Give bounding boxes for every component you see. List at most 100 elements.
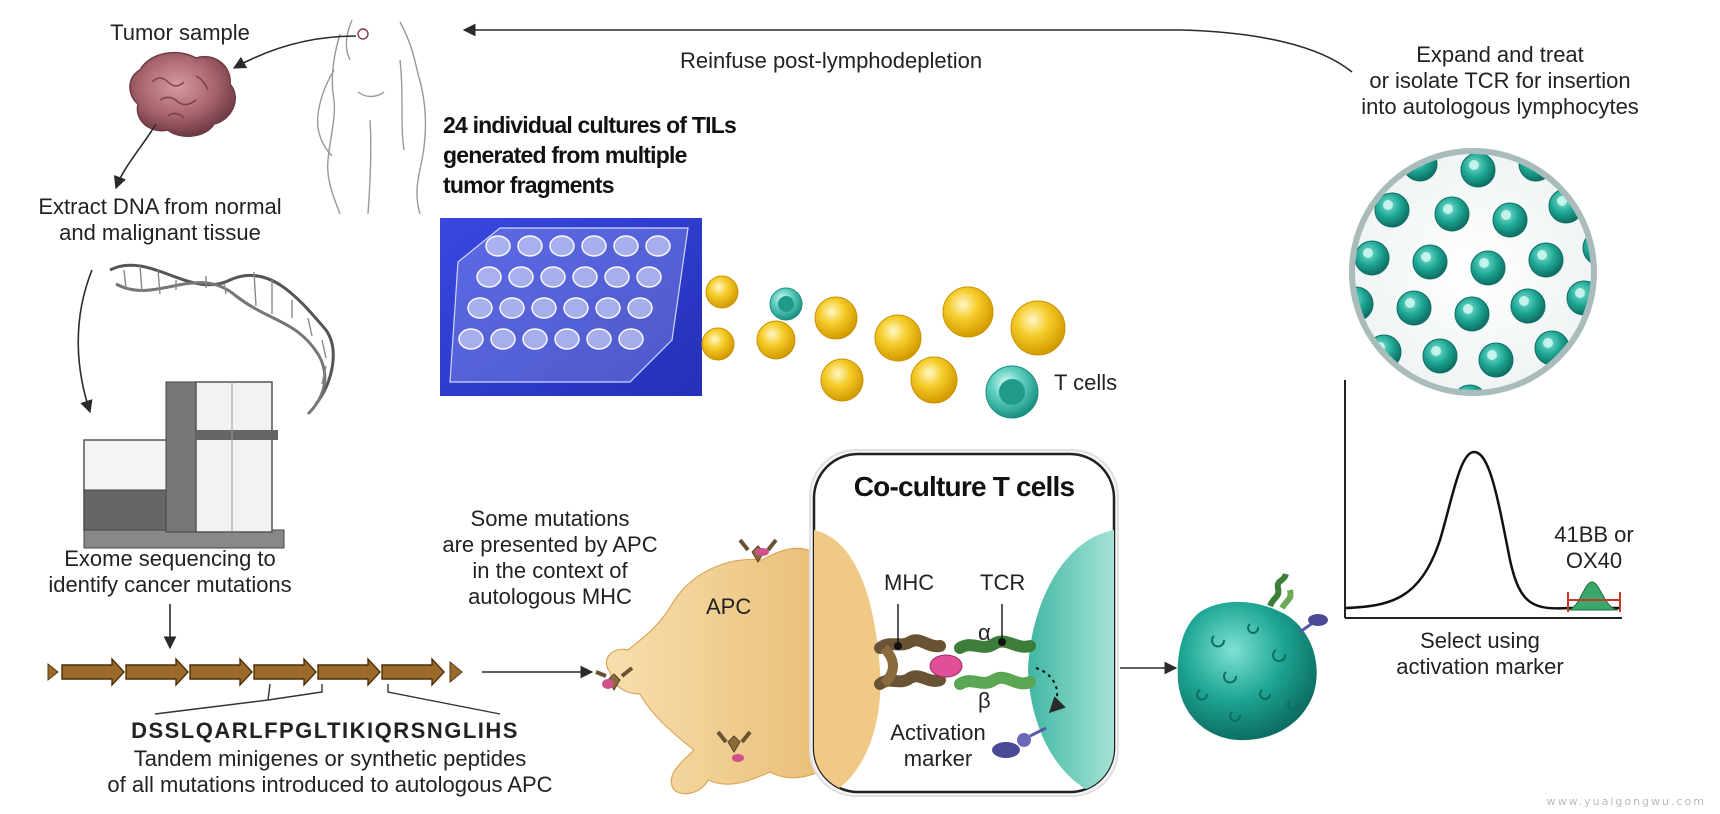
gene-end-marker <box>449 660 463 684</box>
culture-well <box>490 328 516 350</box>
culture-well <box>645 235 671 257</box>
cell-highlight <box>1487 350 1497 360</box>
apc-label: APC <box>706 594 752 619</box>
select-using-label: Select using activation marker <box>1360 628 1600 680</box>
exome-line-1: Exome sequencing to <box>64 546 276 571</box>
t-cell-yellow <box>814 296 858 340</box>
t-cell-yellow <box>874 314 922 362</box>
cell-highlight <box>1405 298 1415 308</box>
expand-line-1: Expand and treat <box>1416 42 1584 67</box>
expanded-t-cell <box>1319 213 1353 247</box>
expanded-t-cell <box>1355 240 1390 276</box>
culture-well <box>604 266 630 288</box>
watermark: www.yuaigongwu.com <box>1546 795 1706 808</box>
peptide-sequence: DSSLQARLFPGLTIKIQRSNGLIHS <box>131 718 519 743</box>
mutations-line-4: autologous MHC <box>468 584 632 609</box>
gene-segment <box>61 657 125 687</box>
expanded-t-cell <box>1374 192 1410 228</box>
expanded-t-cell <box>1528 242 1564 278</box>
tandem-minigenes-label: Tandem minigenes or synthetic peptides o… <box>60 746 600 798</box>
gene-segment <box>253 657 317 687</box>
cell-highlight <box>1543 338 1553 348</box>
exome-sequencing-label: Exome sequencing to identify cancer muta… <box>20 546 320 598</box>
culture-well <box>563 297 589 319</box>
cell-highlight <box>1383 200 1393 210</box>
expanded-t-cell <box>1470 250 1506 286</box>
t-cell-yellow <box>820 358 864 402</box>
til-cultures-label: 24 individual cultures of TILs generated… <box>443 110 737 200</box>
t-cell-yellow <box>1010 300 1066 356</box>
culture-well <box>627 297 653 319</box>
expanded-t-cell <box>1434 196 1470 232</box>
culture-well <box>586 328 612 350</box>
gene-segment <box>125 657 189 687</box>
cell-highlight <box>1431 346 1441 356</box>
cell-highlight <box>1575 288 1585 298</box>
extract-dna-line-1: Extract DNA from normal <box>38 194 282 219</box>
culture-well <box>549 235 575 257</box>
expanded-t-cell <box>1586 182 1591 218</box>
culture-well <box>572 266 598 288</box>
cell-highlight <box>1339 340 1349 350</box>
gene-segment <box>381 657 445 687</box>
activation-line-2: marker <box>903 746 973 771</box>
culture-well <box>476 266 502 288</box>
t-cell-yellow <box>942 286 994 338</box>
culture-well <box>540 266 566 288</box>
mutations-line-2: are presented by APC <box>442 532 658 557</box>
apc-cell-icon <box>595 538 837 795</box>
activated-t-cell-icon <box>1177 572 1328 741</box>
sequencer-machine-icon <box>83 381 285 549</box>
cell-highlight <box>1421 252 1431 262</box>
activation-histogram <box>1344 380 1622 619</box>
tumor-sample-label: Tumor sample <box>110 20 250 45</box>
culture-well <box>485 235 511 257</box>
mutations-line-1: Some mutations <box>470 506 630 531</box>
expand-line-3: into autologous lymphocytes <box>1361 94 1639 119</box>
til-line-3: tumor fragments <box>443 172 615 198</box>
expanded-t-cell <box>1355 332 1366 368</box>
culture-well <box>467 297 493 319</box>
tcr-label: TCR <box>980 570 1026 595</box>
culture-well <box>618 328 644 350</box>
reinfuse-label: Reinfuse post-lymphodepletion <box>680 48 983 73</box>
extract-dna-line-2: and malignant tissue <box>59 220 261 245</box>
cell-highlight <box>1519 386 1529 390</box>
culture-well <box>517 235 543 257</box>
t-cell-yellow <box>910 356 958 404</box>
culture-well <box>581 235 607 257</box>
expanded-t-cell <box>1510 288 1546 324</box>
expanded-t-cell <box>1412 244 1448 280</box>
culture-well <box>522 328 548 350</box>
marker-41bb-label: 41BB or OX40 <box>1546 522 1642 574</box>
coculture-panel <box>809 449 1119 797</box>
cell-highlight <box>1595 190 1605 200</box>
cell-highlight <box>1443 204 1453 214</box>
culture-well <box>508 266 534 288</box>
human-figure-icon <box>316 19 427 215</box>
mutations-line-3: in the context of <box>472 558 628 583</box>
beta-label: β <box>978 688 991 713</box>
expanded-t-cell <box>1492 202 1528 238</box>
cell-highlight <box>1469 160 1479 170</box>
expand-line-2: or isolate TCR for insertion <box>1369 68 1631 93</box>
cell-highlight <box>1327 220 1337 230</box>
t-cell-cluster <box>701 275 1066 419</box>
alpha-label: α <box>978 620 991 645</box>
gene-segment <box>317 657 381 687</box>
expand-treat-label: Expand and treat or isolate TCR for inse… <box>1340 42 1660 120</box>
cell-highlight <box>1519 296 1529 306</box>
expanded-cells-circle <box>1319 148 1605 396</box>
coculture-title: Co-culture T cells <box>853 471 1075 502</box>
tandem-minigene-segments <box>47 657 463 687</box>
cell-highlight <box>1479 258 1489 268</box>
cell-highlight <box>1463 304 1473 314</box>
t-cell-yellow <box>701 327 735 361</box>
some-mutations-label: Some mutations are presented by APC in t… <box>430 506 670 610</box>
tandem-line-1: Tandem minigenes or synthetic peptides <box>133 746 527 771</box>
expanded-t-cell <box>1454 296 1490 332</box>
culture-well <box>613 235 639 257</box>
culture-plate-image <box>440 218 702 396</box>
select-line-1: Select using <box>1420 628 1540 653</box>
